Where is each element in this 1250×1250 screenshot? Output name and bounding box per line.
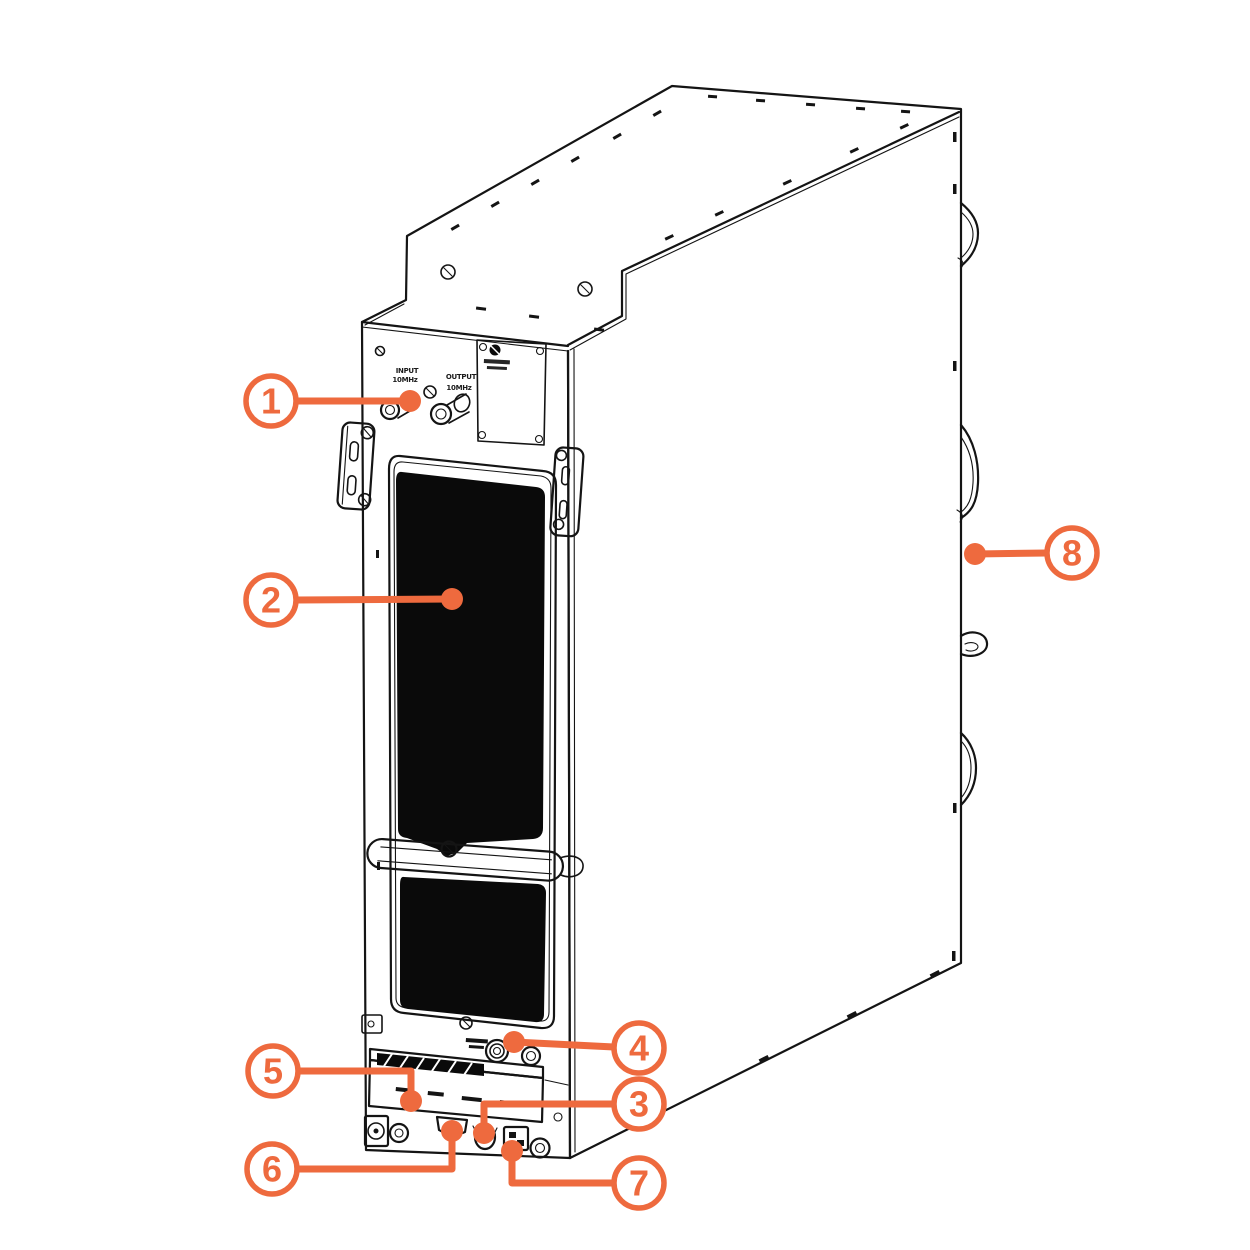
side-face-holes xyxy=(758,132,957,1063)
extraction-handle xyxy=(366,837,584,882)
bnc-right-label-line2: 10MHz xyxy=(446,384,471,392)
callout-7: 7 xyxy=(501,1140,667,1211)
callout-4-number: 4 xyxy=(629,1028,649,1069)
strip-screw xyxy=(553,1112,563,1122)
front-panel: INPUT 10MHz OUTPUT 10MHz xyxy=(336,339,585,1160)
callout-5-number: 5 xyxy=(263,1051,283,1092)
lower-dark-panel xyxy=(400,876,546,1023)
chassis-outline xyxy=(360,84,963,1160)
product-label xyxy=(377,1053,484,1076)
id-plate xyxy=(476,339,547,446)
side-latch-bumps xyxy=(956,201,989,807)
callout-2: 2 xyxy=(243,572,463,628)
power-inlet xyxy=(363,1114,390,1148)
callout-7-dot xyxy=(501,1140,523,1162)
top-face-screws xyxy=(440,264,593,297)
callout-2-dot xyxy=(441,588,463,610)
top-face-holes xyxy=(450,94,911,332)
round-connector-left xyxy=(388,1122,410,1144)
callout-2-circle xyxy=(243,572,299,628)
callout-6-circle xyxy=(244,1141,300,1197)
bottom-connector-strip xyxy=(363,1079,569,1159)
bnc-left-label-line1: INPUT xyxy=(396,367,419,375)
callout-7-circle xyxy=(611,1155,667,1211)
front-right-corner-inner xyxy=(573,348,576,1153)
callout-3-circle xyxy=(611,1076,667,1132)
callout-1-number: 1 xyxy=(261,381,281,422)
front-top-band xyxy=(360,303,570,352)
callout-8: 8 xyxy=(964,525,1100,581)
connector-tray xyxy=(367,1047,545,1124)
bezel-bottom-hardware xyxy=(361,1014,473,1034)
bnc-connector-right xyxy=(429,393,471,426)
callout-8-circle xyxy=(1044,525,1100,581)
callout-6-dot xyxy=(441,1120,463,1142)
callout-5: 5 xyxy=(245,1043,422,1112)
callout-2-number: 2 xyxy=(261,580,281,621)
callout-8-dot xyxy=(964,543,986,565)
callout-3-number: 3 xyxy=(629,1084,649,1125)
front-right-corner-overdraw xyxy=(566,349,572,1160)
callout-4: 4 xyxy=(503,1020,667,1076)
round-connector-right xyxy=(529,1137,551,1159)
callout-5-dot xyxy=(400,1090,422,1112)
upper-dark-panel xyxy=(396,471,545,856)
callout-4-circle xyxy=(611,1020,667,1076)
bnc-left-label-line2: 10MHz xyxy=(392,376,417,384)
panel-tick xyxy=(376,550,379,558)
panel-screw xyxy=(423,385,437,399)
callouts: 1 2 3 4 5 xyxy=(243,373,1100,1211)
callout-5-circle xyxy=(245,1043,301,1099)
top-face-ridge xyxy=(566,110,961,351)
callout-1: 1 xyxy=(243,373,421,429)
callout-3: 3 xyxy=(473,1076,667,1144)
bnc-right-label-line1: OUTPUT xyxy=(446,373,477,381)
callout-1-dot xyxy=(399,390,421,412)
mounting-ear-left xyxy=(336,421,376,511)
panel-tick xyxy=(377,862,380,870)
callout-4-dot xyxy=(503,1031,525,1053)
callout-3-dot xyxy=(473,1122,495,1144)
callout-7-number: 7 xyxy=(629,1163,649,1204)
callout-8-number: 8 xyxy=(1062,533,1082,574)
callout-6-number: 6 xyxy=(262,1149,282,1190)
panel-screw-top-left xyxy=(374,345,386,357)
ground-symbol-icon xyxy=(489,344,501,356)
callout-6: 6 xyxy=(244,1120,463,1197)
callout-1-circle xyxy=(243,373,299,429)
